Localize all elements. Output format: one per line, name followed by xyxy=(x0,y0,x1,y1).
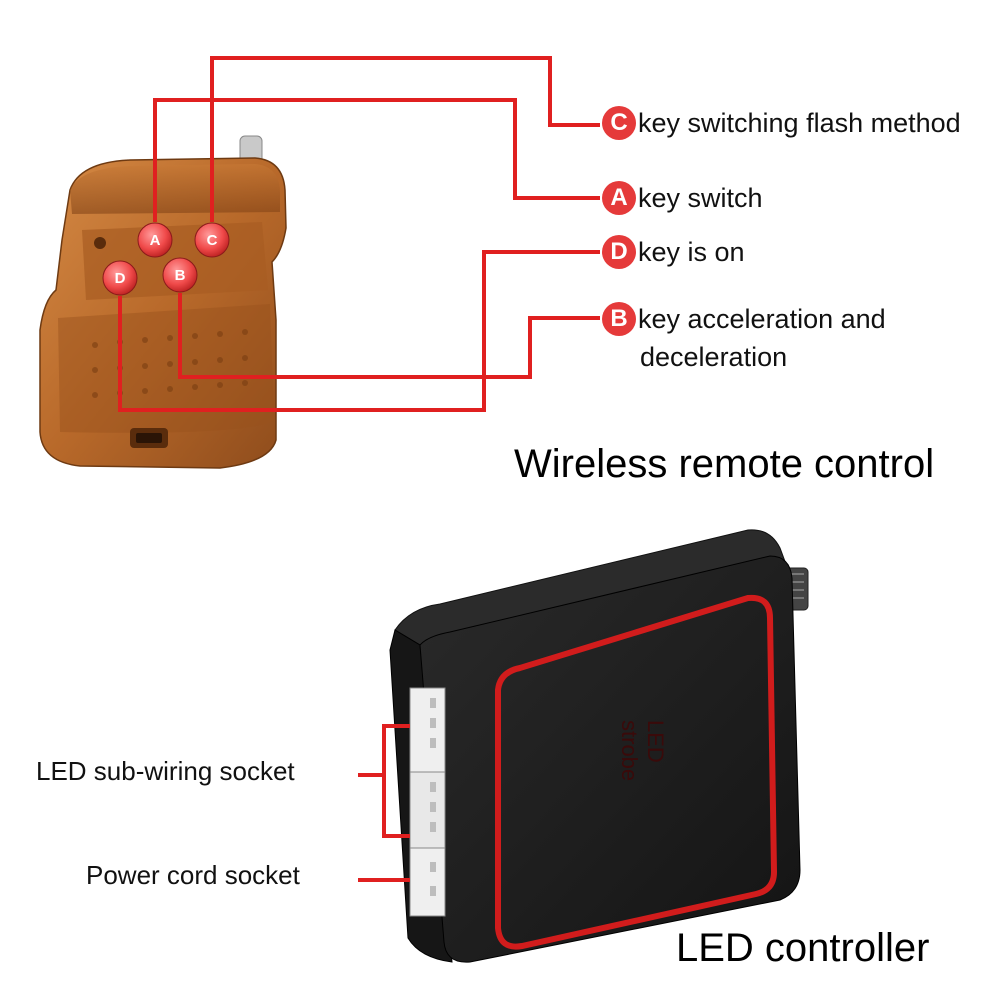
callout-c: C key switching flash method xyxy=(602,106,961,140)
subwiring-socket-lower[interactable] xyxy=(409,771,446,849)
callout-a-badge: A xyxy=(602,181,636,215)
leader-line-b xyxy=(178,293,600,379)
remote-button-c-label: C xyxy=(207,232,218,249)
leader-line-c xyxy=(210,56,600,222)
subwiring-bracket xyxy=(382,724,410,838)
remote-cap xyxy=(70,164,280,214)
controller-face-led: LED xyxy=(643,720,668,763)
remote-button-a[interactable]: A xyxy=(137,222,173,258)
controller-face xyxy=(419,555,801,963)
callout-b: B key acceleration and xyxy=(602,302,886,336)
label-power-cord-socket: Power cord socket xyxy=(86,860,300,890)
leader-line-a xyxy=(153,98,600,222)
callout-a-text: key switch xyxy=(638,182,763,213)
leader-line-d xyxy=(118,250,600,412)
remote-button-b[interactable]: B xyxy=(162,257,198,293)
callout-a: A key switch xyxy=(602,181,763,215)
controller-face-strobe: strobe xyxy=(617,720,642,781)
power-cord-socket[interactable] xyxy=(409,847,446,917)
remote-grip xyxy=(58,304,274,433)
remote-button-d[interactable]: D xyxy=(102,260,138,296)
remote-button-b-label: B xyxy=(175,267,186,284)
callout-b-text: key acceleration and xyxy=(638,303,886,334)
subwiring-socket-upper[interactable] xyxy=(409,687,446,773)
callout-c-badge: C xyxy=(602,106,636,140)
controller-title: LED controller xyxy=(676,926,930,970)
callout-c-text: key switching flash method xyxy=(638,107,961,138)
remote-button-c[interactable]: C xyxy=(194,222,230,258)
callout-d-badge: D xyxy=(602,235,636,269)
callout-b-badge: B xyxy=(602,302,636,336)
remote-button-a-label: A xyxy=(150,232,161,249)
controller-red-frame xyxy=(495,594,778,950)
socket-pins xyxy=(430,698,436,896)
remote-leader-lines xyxy=(118,56,600,412)
led-controller xyxy=(389,529,809,963)
remote-led-hole xyxy=(94,237,106,249)
label-subwiring-socket: LED sub-wiring socket xyxy=(36,756,295,786)
controller-face-text: LED strobe xyxy=(617,720,668,781)
callout-b-continuation: deceleration xyxy=(640,342,788,372)
remote-button-d-label: D xyxy=(115,270,126,287)
remote-control xyxy=(39,135,287,469)
controller-leader-lines xyxy=(358,724,410,882)
callout-d: D key is on xyxy=(602,235,745,269)
remote-title: Wireless remote control xyxy=(514,442,935,486)
remote-grip-dimples xyxy=(92,329,248,398)
callout-d-text: key is on xyxy=(638,236,745,267)
